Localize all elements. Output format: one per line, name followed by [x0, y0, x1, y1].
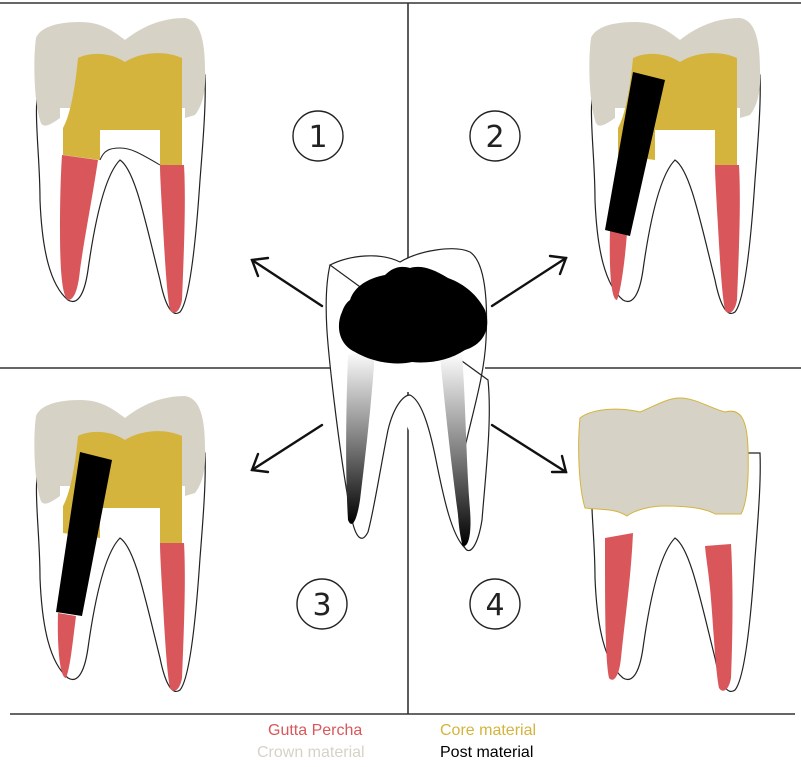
number-badge-3: 3: [297, 579, 347, 629]
arrow-to-panel-1: [252, 258, 322, 306]
number-label-1: 1: [308, 120, 327, 155]
number-label-3: 3: [312, 588, 331, 623]
crown-material: [579, 398, 749, 516]
legend-core-material: Core material: [440, 722, 536, 740]
canal-right: [440, 352, 471, 546]
arrow-to-panel-2: [492, 256, 566, 306]
tooth-panel-3: [34, 396, 205, 691]
number-badge-2: 2: [470, 111, 520, 161]
tooth-panel-1: [34, 18, 205, 313]
legend-crown-material: Crown material: [257, 744, 365, 762]
legend-gutta-percha: Gutta Percha: [268, 722, 362, 740]
legend-post-material: Post material: [440, 744, 533, 762]
number-badge-1: 1: [293, 111, 343, 161]
number-label-4: 4: [485, 588, 504, 623]
tooth-panel-2: [589, 18, 760, 313]
number-label-2: 2: [485, 120, 504, 155]
arrow-to-panel-4: [492, 425, 566, 472]
arrow-to-panel-3: [252, 425, 322, 472]
number-badge-4: 4: [470, 579, 520, 629]
panel-number-badges: 1 2 3 4: [293, 111, 520, 629]
tooth-panel-4: [579, 398, 761, 691]
